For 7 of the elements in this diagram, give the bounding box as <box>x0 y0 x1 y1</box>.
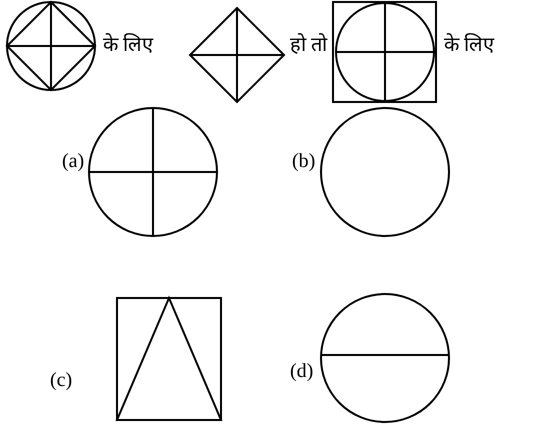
analogy-text: हो तो <box>290 35 327 55</box>
option-label: (d) <box>290 361 314 381</box>
analogy-text: के लिए <box>103 35 153 55</box>
option-label: (b) <box>292 151 316 171</box>
option-label: (a) <box>62 151 84 171</box>
analogy-text: के लिए <box>444 35 494 55</box>
option-label: (c) <box>50 370 72 390</box>
